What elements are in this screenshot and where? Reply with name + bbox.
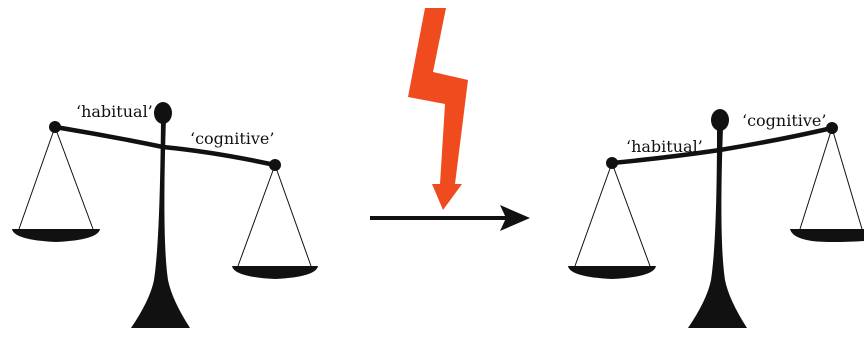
left-scale-finial (154, 102, 172, 124)
left-scale-cognitive-label: ‘cognitive’ (190, 129, 274, 148)
right-scale-cognitive-label: ‘cognitive’ (742, 111, 826, 130)
right-scale-finial (711, 109, 729, 131)
left-scale-habitual-label: ‘habitual’ (76, 102, 153, 121)
right-scale-habitual-label: ‘habitual’ (626, 137, 703, 156)
